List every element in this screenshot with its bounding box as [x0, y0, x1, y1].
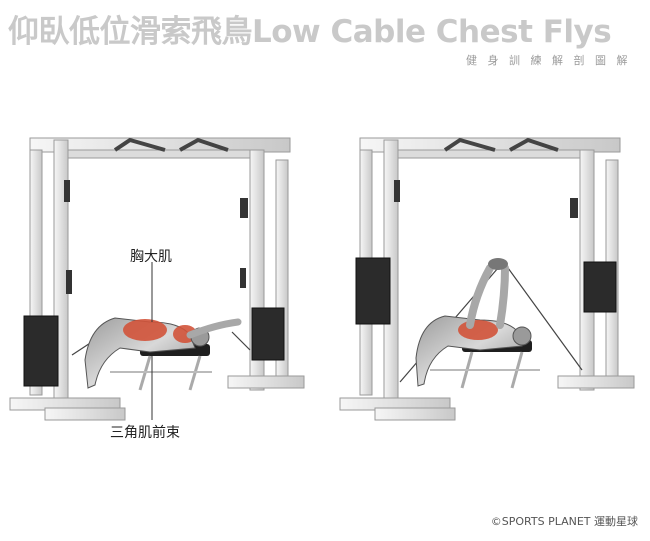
copyright-credit: ©SPORTS PLANET 運動星球 [490, 515, 638, 528]
page-title: 仰臥低位滑索飛鳥Low Cable Chest Flys [8, 14, 612, 50]
deltoid-label: 三角肌前束 [110, 425, 180, 441]
cable-machine-end [339, 137, 635, 421]
page-subtitle: 健身訓練解剖圖解 [466, 54, 638, 67]
chest-label: 胸大肌 [130, 249, 172, 265]
cable-machine-start [9, 137, 305, 421]
